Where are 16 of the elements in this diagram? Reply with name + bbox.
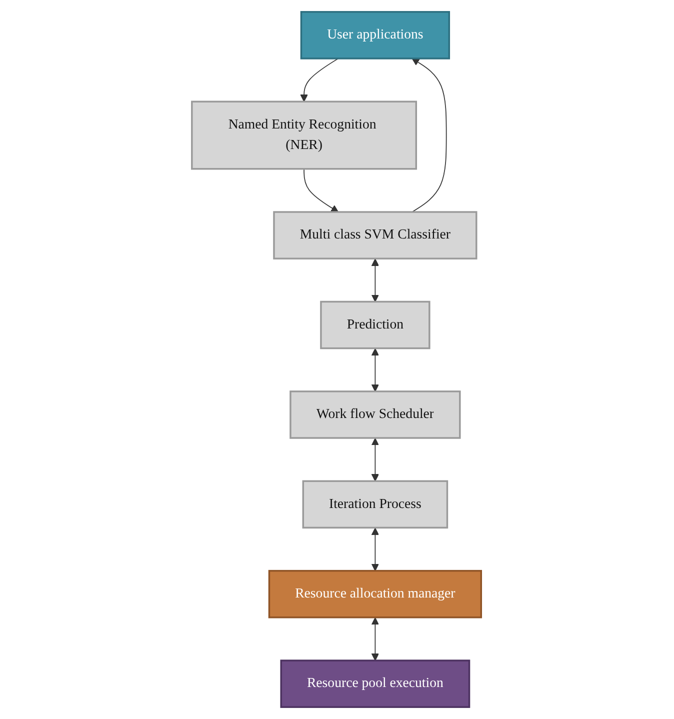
arrow [412, 58, 448, 212]
node-box: Resource allocation manager [268, 570, 482, 618]
arrow [372, 348, 380, 392]
node-box: Work flow Scheduler [290, 390, 462, 439]
node-box: Prediction [320, 300, 431, 350]
arrow [372, 528, 380, 572]
arrow [372, 258, 380, 302]
arrow [300, 58, 340, 102]
node-box: Multi class SVM Classifier [274, 211, 478, 260]
arrow [372, 438, 380, 482]
arrow [304, 168, 340, 212]
arrow [372, 617, 380, 661]
node-box: User applications [300, 11, 450, 60]
node-box: Iteration Process [302, 480, 449, 529]
node-box: Named Entity Recognition (NER) [192, 100, 418, 170]
node-box: Resource pool execution [280, 660, 471, 708]
